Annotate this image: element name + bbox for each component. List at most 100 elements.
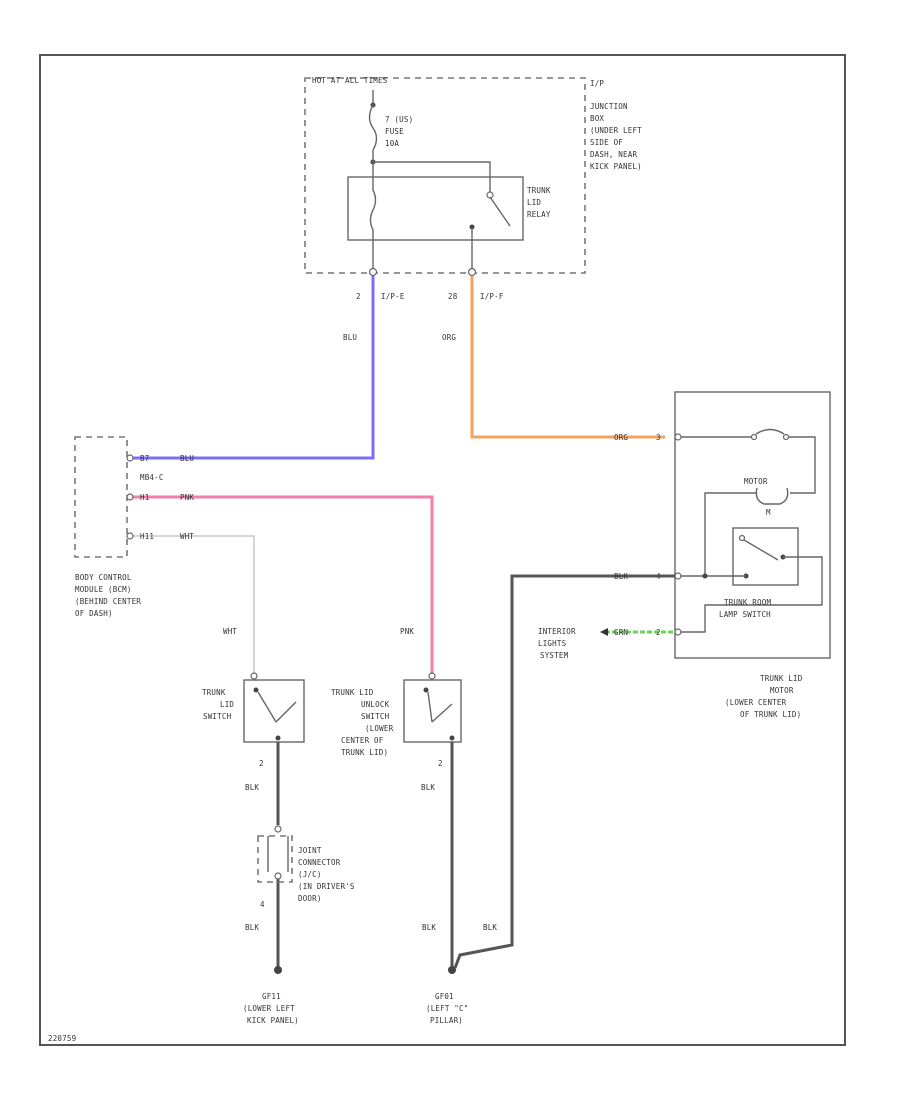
diagram-frame	[39, 54, 846, 1046]
lamp-switch-arm	[743, 539, 779, 561]
wire-blk-label-unlock-lower: BLK	[422, 923, 436, 932]
trunk-lid-switch-contact-bottom	[275, 735, 281, 741]
joint-connector-pin-4	[274, 872, 282, 880]
joint-connector-bus-icon	[267, 836, 289, 872]
ip-junction-box: HOT AT ALL TIMES I/P JUNCTION BOX (UNDER…	[304, 76, 647, 301]
wire-blk-label-unlock: BLK	[421, 783, 435, 792]
trunk-lid-switch-pin-2-label: 2	[259, 759, 264, 768]
wire-wht-label: WHT	[223, 627, 237, 636]
connector-ipe-terminal	[368, 267, 378, 277]
joint-connector-label: JOINT CONNECTOR (J/C) (IN DRIVER'S DOOR)	[298, 846, 359, 903]
unlock-switch-contact-top	[423, 687, 429, 693]
trunk-lid-switch-label: TRUNK LID SWITCH	[202, 688, 239, 721]
bcm-pin-h1	[126, 493, 134, 501]
wire-blk-label-right: BLK	[483, 923, 497, 932]
circuit-breaker-contact-left	[750, 433, 758, 441]
trunk-lid-switch-box	[243, 679, 305, 743]
bcm-pin-b7-label: B7	[140, 454, 149, 463]
wire-pnk-label: PNK	[400, 627, 414, 636]
trunk-lid-unlock-switch: TRUNK LID UNLOCK SWITCH (LOWER CENTER OF…	[331, 672, 462, 768]
trunk-lid-motor-assembly: 3 4 2 MOTOR M TRUNK ROOM LAMP SWITCH TRU…	[656, 391, 831, 719]
trunk-lid-switch-pin-1	[250, 672, 258, 680]
wire-org-label-motor: ORG	[614, 433, 628, 442]
motor-pin-4	[674, 572, 682, 580]
motor-loop-left	[704, 492, 757, 576]
motor-label: MOTOR	[744, 477, 768, 486]
unlock-switch-pin-2-label: 2	[438, 759, 443, 768]
bcm-dashed-outline	[74, 436, 128, 558]
junction-box-dashed-outline	[304, 77, 586, 274]
hot-at-all-times-label: HOT AT ALL TIMES	[312, 76, 388, 85]
wire-pnk	[133, 495, 434, 676]
bcm-pin-h1-label: H1	[140, 493, 149, 502]
fuse-icon	[368, 104, 378, 151]
wire-org	[470, 276, 665, 439]
motor-symbol: M	[766, 508, 771, 517]
trunk-lid-switch-arm-lower	[257, 691, 277, 723]
wire-blk-motor-ground	[453, 574, 675, 969]
motor-icon	[755, 487, 789, 505]
pin-2-ipe: 2	[356, 292, 361, 301]
fuse-label: 7 (US) FUSE 10A	[385, 115, 418, 148]
joint-connector: JOINT CONNECTOR (J/C) (IN DRIVER'S DOOR)…	[257, 825, 359, 909]
bcm-connector-label: MB4-C	[140, 473, 164, 482]
connector-ipf-terminal	[467, 267, 477, 277]
unlock-switch-arm-lower	[427, 691, 433, 723]
relay-switch-feed	[373, 161, 491, 192]
circuit-breaker-icon	[755, 428, 785, 435]
trunk-room-lamp-switch-label: TRUNK ROOM LAMP SWITCH	[719, 598, 776, 619]
interior-lights-system-label: INTERIOR LIGHTS SYSTEM	[538, 627, 580, 660]
joint-connector-outline	[257, 835, 293, 883]
joint-connector-pin-3	[274, 825, 282, 833]
wire-blu-label-bcm: BLU	[180, 454, 194, 463]
unlock-switch-pin-1	[428, 672, 436, 680]
ground-gf01-icon	[448, 966, 456, 974]
motor-ground-splice	[702, 573, 708, 579]
wire-blk-label-left-upper: BLK	[245, 783, 259, 792]
trunk-lid-motor-outline	[674, 391, 831, 659]
motor-loop-right	[788, 436, 816, 494]
wire-blk-label-motor: BLK	[614, 572, 628, 581]
wire-org-label: ORG	[442, 333, 456, 342]
motor-pin-2-label: 2	[656, 628, 661, 637]
body-control-module: B7 MB4-C H1 H11 BODY CONTROL MODULE (BCM…	[74, 436, 164, 618]
wire-blk-label-left-lower: BLK	[245, 923, 259, 932]
pin-28-ipf: 28	[448, 292, 458, 301]
bcm-pin-b7	[126, 454, 134, 462]
trunk-lid-relay-label: TRUNK LID RELAY	[527, 186, 555, 219]
trunk-lid-switch-arm-upper	[275, 701, 297, 723]
trunk-lid-unlock-switch-label: TRUNK LID UNLOCK SWITCH (LOWER CENTER OF…	[331, 688, 398, 757]
motor-pin-3	[674, 433, 682, 441]
relay-coil-icon	[369, 162, 377, 268]
motor-pin-3-label: 3	[656, 433, 661, 442]
circuit-breaker-contact-right	[782, 433, 790, 441]
wire-wht-label-bcm: WHT	[180, 532, 194, 541]
bcm-label: BODY CONTROL MODULE (BCM) (BEHIND CENTER…	[75, 573, 146, 618]
ground-gf11-label: GF11 (LOWER LEFT KICK PANEL)	[243, 992, 300, 1025]
relay-switch-arm	[489, 196, 511, 227]
unlock-switch-arm-upper	[431, 703, 453, 723]
connector-ipf-label: I/P-F	[480, 292, 504, 301]
trunk-lid-switch-contact-top	[253, 687, 259, 693]
lamp-switch-contact-top	[738, 534, 746, 542]
trunk-lid-relay-box	[347, 176, 524, 241]
unlock-switch-contact-bottom	[449, 735, 455, 741]
wire-blu-label: BLU	[343, 333, 357, 342]
bcm-pin-h11	[126, 532, 134, 540]
joint-connector-pin-4-label: 4	[260, 900, 265, 909]
unlock-switch-box	[403, 679, 462, 743]
ground-gf11-icon	[274, 966, 282, 974]
junction-box-label: I/P JUNCTION BOX (UNDER LEFT SIDE OF DAS…	[590, 79, 647, 171]
wire-pnk-label-bcm: PNK	[180, 493, 194, 502]
motor-pin-2	[674, 628, 682, 636]
trunk-lid-switch: TRUNK LID SWITCH 2	[202, 672, 305, 768]
interior-lights-arrow-icon	[600, 628, 608, 636]
connector-ipe-label: I/P-E	[381, 292, 405, 301]
ground-gf01-label: GF01 (LEFT "C" PILLAR)	[426, 992, 473, 1025]
diagram-id: 220759	[48, 1034, 76, 1043]
wire-blu	[133, 276, 375, 460]
wire-wht	[133, 535, 255, 676]
wire-grn-label: GRN	[614, 628, 628, 637]
bcm-pin-h11-label: H11	[140, 532, 154, 541]
